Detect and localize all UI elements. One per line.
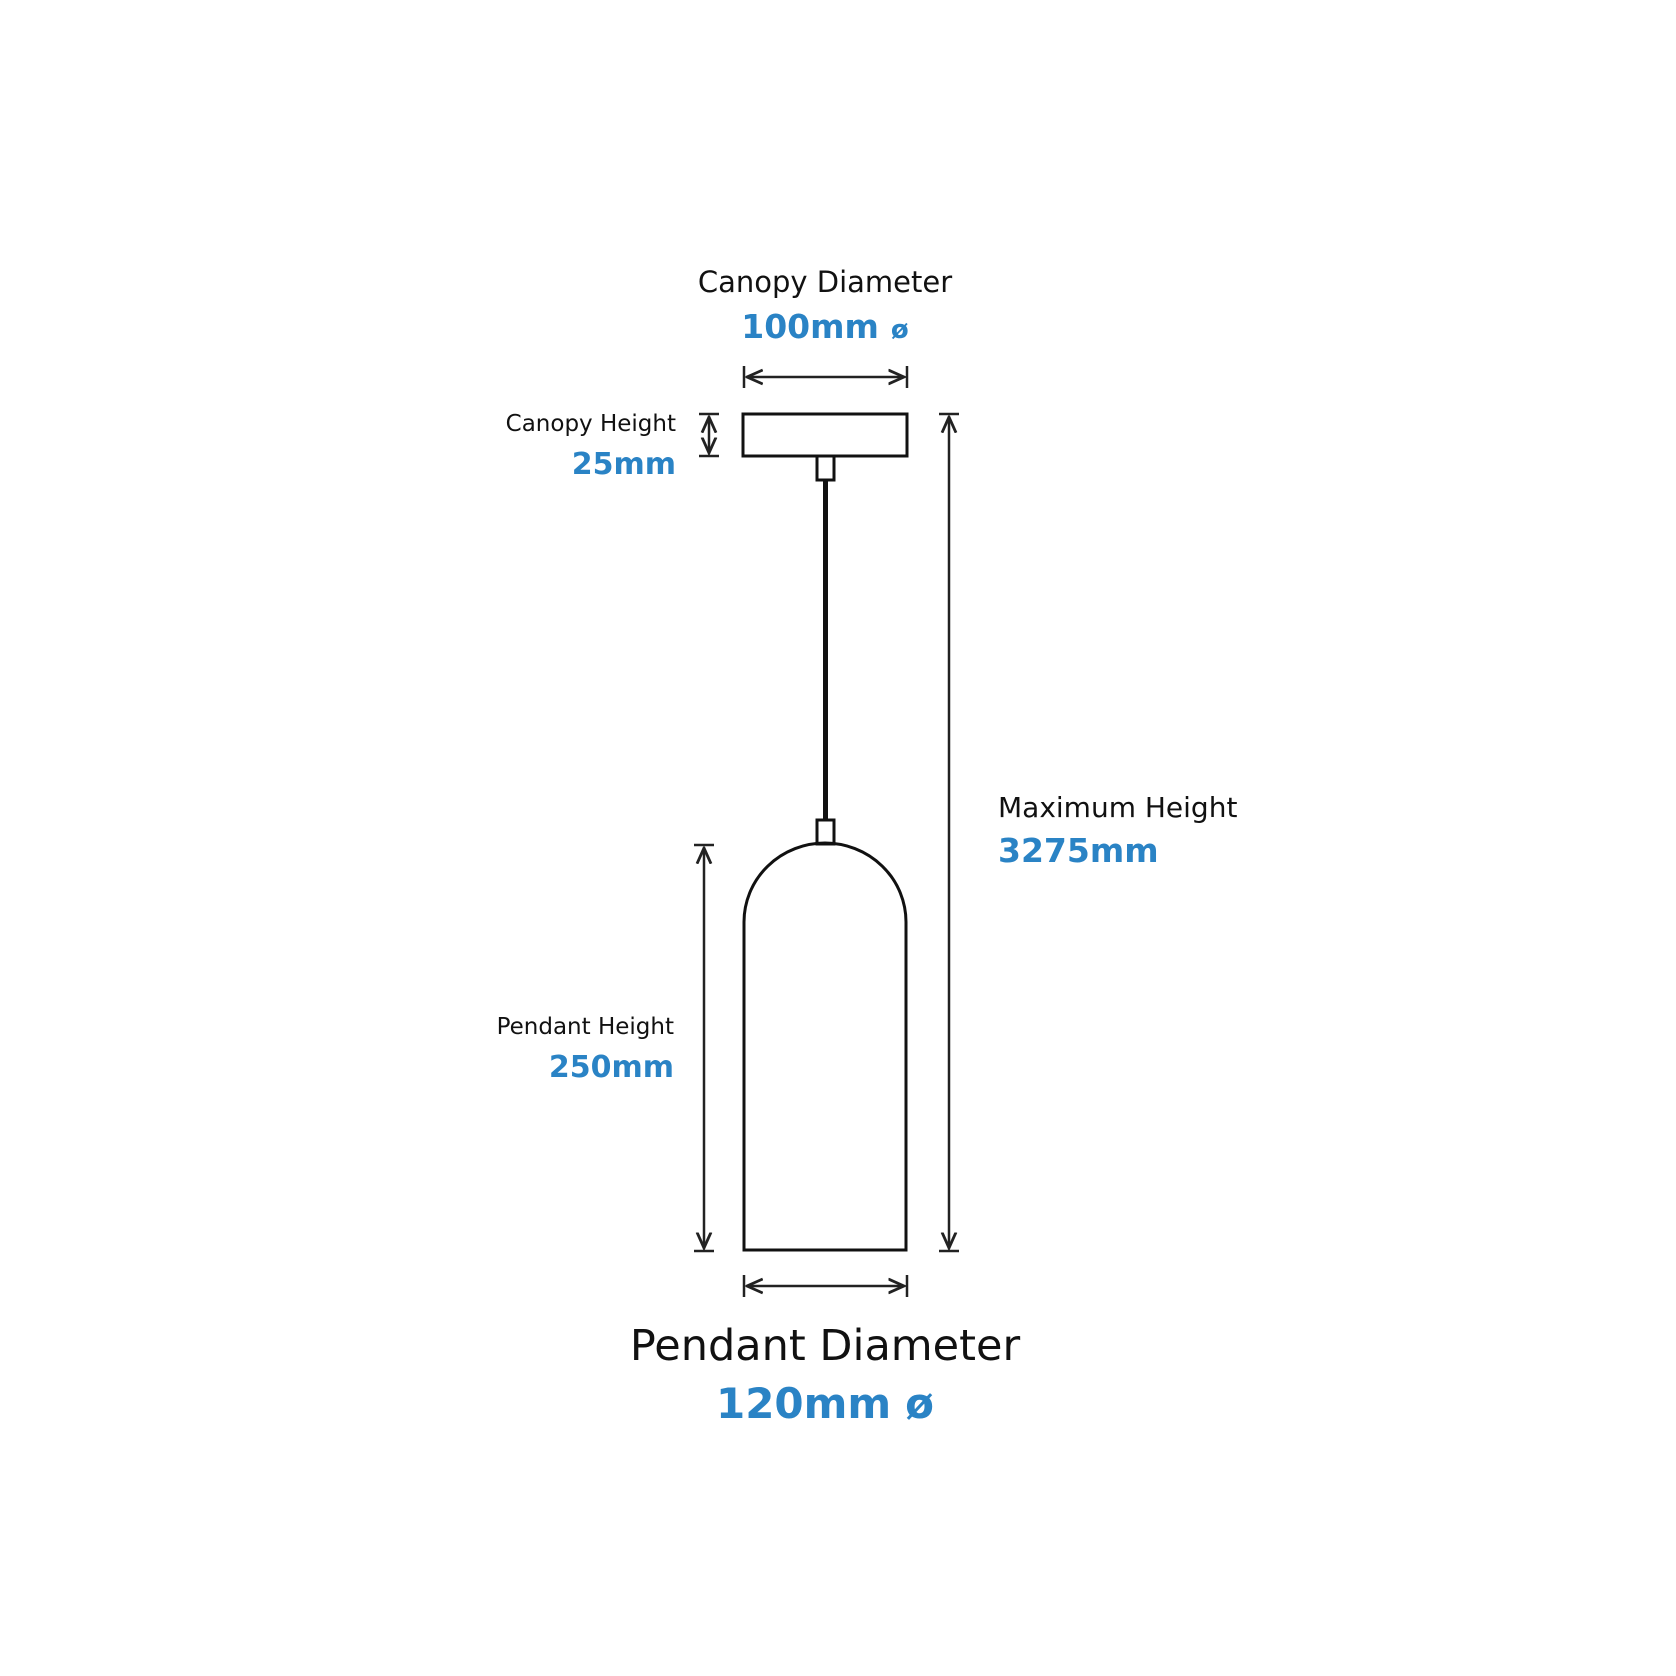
pendant-shade [742,841,908,1252]
diameter-symbol-icon: ø [891,315,909,345]
pendant-height-dimension [694,843,714,1253]
canopy-diameter-number: 100mm [741,307,879,346]
pendant-height-value: 250mm [549,1050,674,1085]
pendant-diameter-label: Pendant Diameter [630,1321,1021,1371]
canopy-diameter-value: 100mm ø [741,307,909,346]
maximum-height-label: Maximum Height [998,791,1237,824]
canopy-connector [815,454,836,482]
maximum-height-dimension [939,412,959,1253]
canopy-height-dimension [699,412,719,458]
pendant-diameter-number: 120mm [716,1379,891,1428]
canopy-height-label: Canopy Height [506,411,676,437]
diameter-symbol-icon: ø [905,1379,934,1428]
canopy-diameter-label: Canopy Diameter [698,265,952,299]
canopy-height-value: 25mm [572,447,676,482]
canopy-diameter-dimension [742,366,909,388]
canopy [741,412,909,458]
pendant-height-label: Pendant Height [497,1014,674,1040]
shade-connector [815,818,836,846]
maximum-height-value: 3275mm [998,831,1159,870]
pendant-diameter-value: 120mm ø [716,1379,934,1428]
pendant-fixture [741,412,909,1252]
pendant-diameter-dimension [742,1275,909,1297]
